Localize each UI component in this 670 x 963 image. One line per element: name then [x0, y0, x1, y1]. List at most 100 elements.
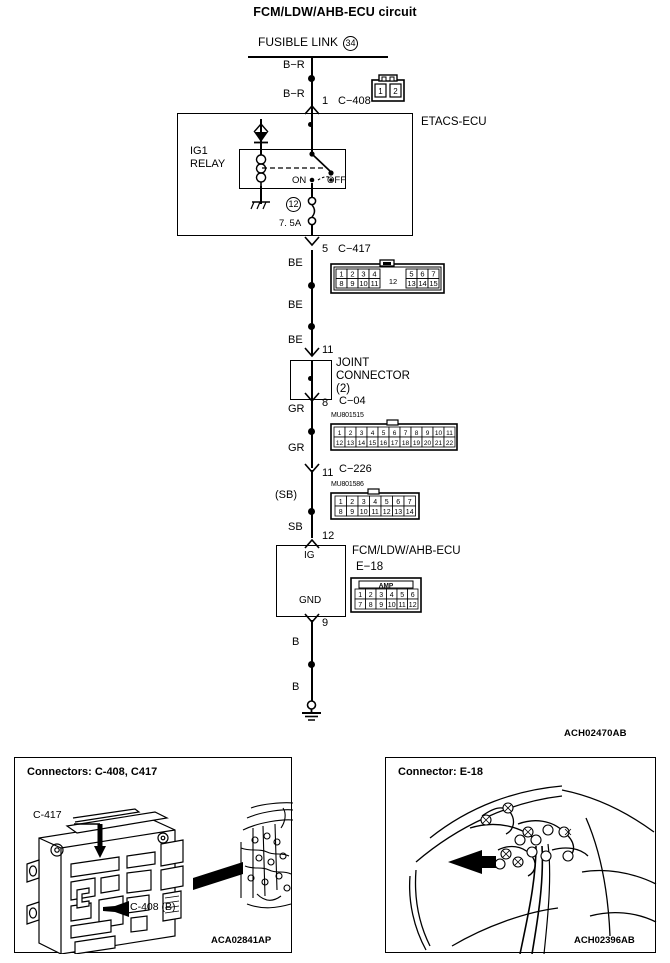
- relay-contact-on-label: ON: [292, 175, 307, 186]
- panel-left-arrow-c408: [103, 901, 129, 917]
- wire-label-be-2: BE: [288, 299, 303, 311]
- svg-text:11: 11: [371, 279, 379, 288]
- svg-text:6: 6: [393, 430, 397, 437]
- svg-text:3: 3: [361, 270, 365, 279]
- svg-text:14: 14: [406, 509, 414, 516]
- junction-dot-br: [308, 75, 315, 82]
- svg-text:13: 13: [407, 279, 415, 288]
- svg-text:10: 10: [435, 430, 443, 437]
- terminal-pin-ecu-gnd: 9: [322, 617, 329, 629]
- wire-sb-trunk: [311, 470, 313, 538]
- svg-text:10: 10: [360, 509, 368, 516]
- svg-text:19: 19: [413, 440, 421, 447]
- svg-text:17: 17: [391, 440, 399, 447]
- panel-left-callout-c408: C-408 (B): [130, 901, 176, 913]
- svg-text:21: 21: [435, 440, 443, 447]
- connector-name-c417: C−417: [338, 243, 371, 255]
- svg-text:22: 22: [446, 440, 454, 447]
- svg-text:9: 9: [350, 279, 354, 288]
- wire-br-trunk: [311, 56, 313, 114]
- svg-text:8: 8: [339, 509, 343, 516]
- svg-text:5: 5: [409, 270, 413, 279]
- svg-text:7: 7: [358, 602, 362, 609]
- svg-text:9: 9: [426, 430, 430, 437]
- ecu-pin-ig-label: IG: [304, 550, 315, 561]
- svg-text:2: 2: [369, 592, 373, 599]
- svg-text:12: 12: [336, 440, 344, 447]
- svg-text:4: 4: [371, 430, 375, 437]
- svg-text:3: 3: [362, 499, 366, 506]
- svg-text:20: 20: [424, 440, 432, 447]
- relay-contact-symbol: [309, 151, 334, 183]
- junction-dot-b: [308, 661, 315, 668]
- wire-coil-feed: [260, 119, 262, 142]
- coil-ground-symbol: [250, 201, 270, 210]
- wire-label-b-2: B: [292, 681, 300, 693]
- panel-right-illustration: [408, 785, 657, 954]
- svg-text:12: 12: [389, 277, 397, 286]
- terminal-arrow-joint-in: [304, 347, 320, 358]
- wire-fuse-feed: [311, 183, 313, 200]
- terminal-arrow-c417: [304, 236, 320, 247]
- relay-contact-off-label: OFF: [327, 175, 346, 186]
- svg-text:5: 5: [400, 592, 404, 599]
- svg-text:13: 13: [394, 509, 402, 516]
- svg-text:6: 6: [420, 270, 424, 279]
- panel-right-title: Connector: E-18: [398, 766, 483, 778]
- wire-label-be-1: BE: [288, 257, 303, 269]
- svg-text:5: 5: [382, 430, 386, 437]
- svg-text:7: 7: [431, 270, 435, 279]
- panel-right-code: ACH02396AB: [574, 935, 635, 946]
- terminal-pin-ecu-ig: 12: [322, 530, 335, 542]
- svg-text:3: 3: [379, 592, 383, 599]
- relay-actuator-link: [262, 167, 324, 169]
- panel-left-title: Connectors: C-408, C417: [27, 766, 158, 778]
- wire-label-sb-paren: (SB): [275, 489, 297, 501]
- svg-text:6: 6: [411, 592, 415, 599]
- svg-text:6: 6: [396, 499, 400, 506]
- fuse-number: 12: [288, 199, 299, 209]
- svg-text:13: 13: [347, 440, 355, 447]
- svg-text:7: 7: [404, 430, 408, 437]
- ecu-connector-label: E−18: [356, 561, 384, 573]
- junction-dot-joint: [308, 376, 313, 381]
- fusible-link-number: 34: [345, 38, 356, 48]
- terminal-pin-c417: 5: [322, 243, 329, 255]
- svg-text:AMP: AMP: [379, 582, 394, 589]
- etacs-ecu-label: ETACS-ECU: [421, 116, 487, 128]
- connector-symbol-c408: 1 2: [371, 74, 405, 102]
- svg-text:1: 1: [378, 87, 383, 96]
- svg-text:12: 12: [409, 602, 417, 609]
- figure-code-main: ACH02470AB: [564, 728, 627, 739]
- fuse-number-circle: 12: [286, 197, 301, 212]
- svg-text:1: 1: [339, 270, 343, 279]
- ecu-name-label: FCM/LDW/AHB-ECU: [352, 545, 461, 557]
- svg-text:11: 11: [372, 509, 379, 516]
- terminal-pin-joint-in: 11: [322, 344, 334, 356]
- junction-dot-gr: [308, 428, 315, 435]
- svg-text:12: 12: [383, 509, 391, 516]
- svg-text:9: 9: [379, 602, 383, 609]
- joint-connector-label-line1: JOINT: [336, 357, 370, 369]
- wire-be-trunk: [311, 250, 313, 355]
- connector-name-c226: C−226: [339, 463, 372, 475]
- panel-connectors-c408-c417: Connectors: C-408, C417: [14, 757, 293, 954]
- svg-text:8: 8: [415, 430, 419, 437]
- panel-left-arrow-c417: [74, 823, 106, 858]
- panel-connector-e18: Connector: E-18: [385, 757, 657, 954]
- svg-text:8: 8: [339, 279, 343, 288]
- connector-symbol-c04: 1 2 3 4 5 6 7 8 9 10 11 12 13 14 15: [330, 419, 458, 451]
- svg-text:18: 18: [402, 440, 410, 447]
- svg-text:14: 14: [418, 279, 426, 288]
- terminal-arrow-c408: [304, 104, 320, 115]
- diode-symbol: [254, 132, 268, 144]
- svg-text:9: 9: [350, 509, 354, 516]
- junction-dot-relay-feed: [308, 122, 313, 127]
- svg-text:2: 2: [350, 499, 354, 506]
- panel-left-illustration: [26, 802, 293, 954]
- wire-joint-internal: [311, 360, 313, 400]
- fuse-symbol: [307, 197, 317, 226]
- wire-label-sb: SB: [288, 521, 303, 533]
- connector-partcode-c04: MU801515: [331, 412, 364, 419]
